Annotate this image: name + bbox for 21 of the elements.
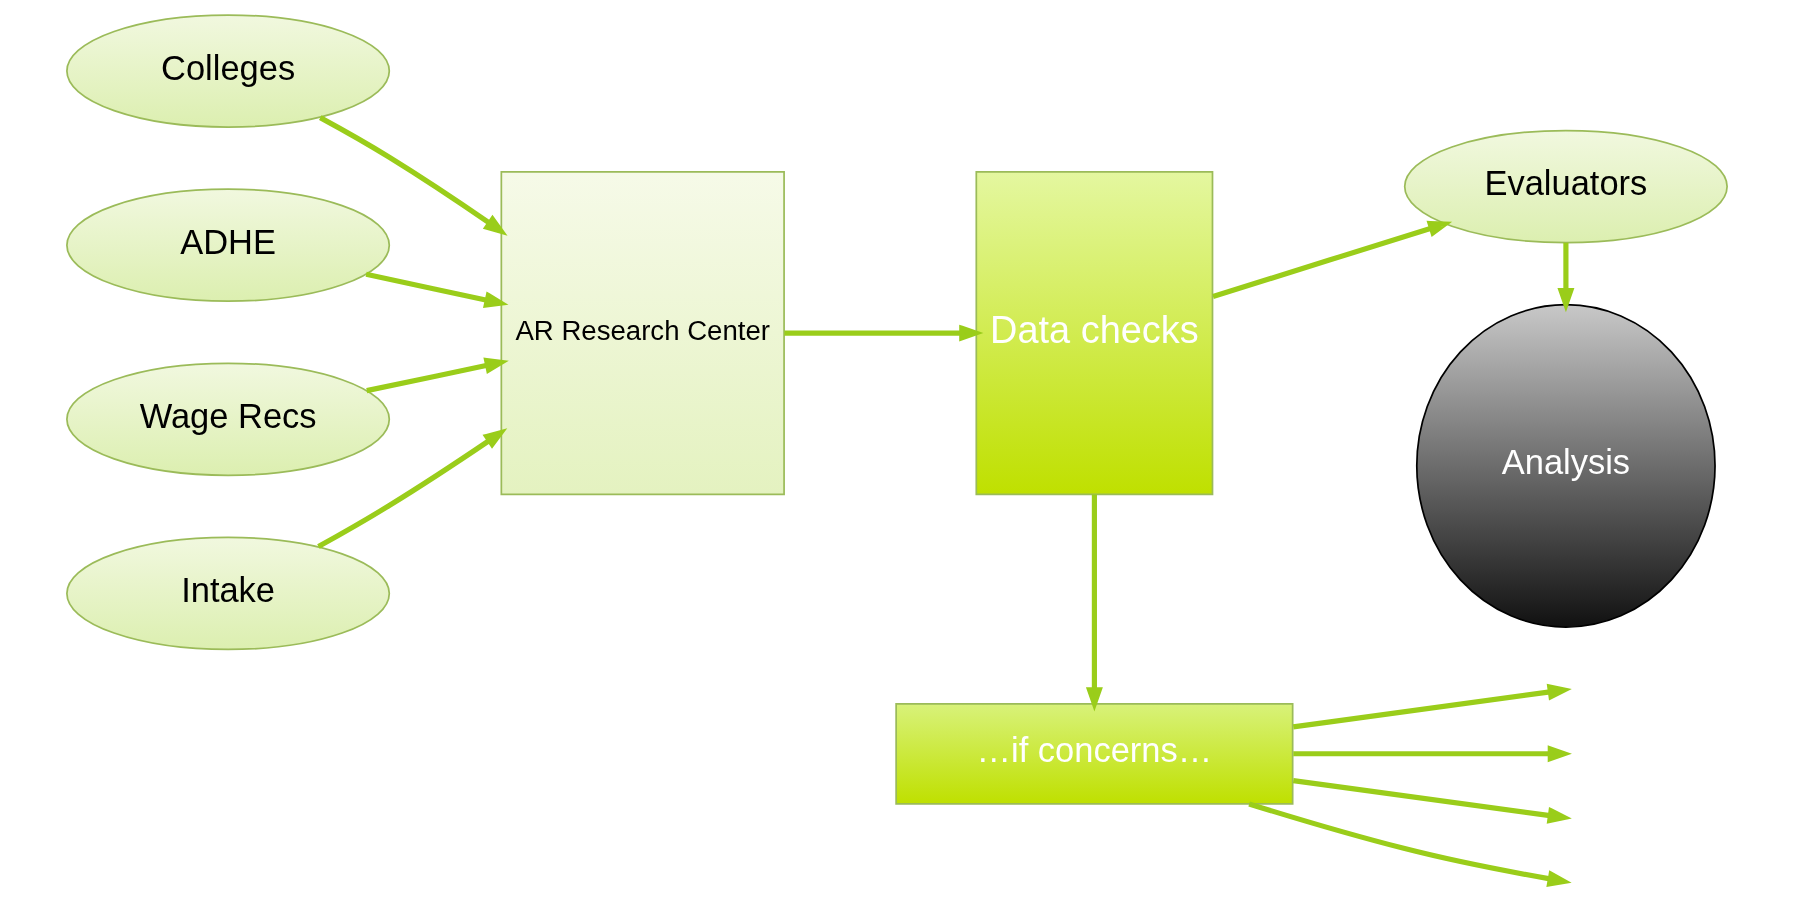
arrow xyxy=(316,428,507,549)
arrow xyxy=(1292,683,1572,730)
arrow xyxy=(1211,220,1452,299)
arrow xyxy=(318,115,508,236)
node-ellipse: Intake xyxy=(65,536,390,651)
node-ellipse: ADHE xyxy=(65,188,390,303)
node-ellipse: Colleges xyxy=(65,14,390,128)
arrow xyxy=(1556,242,1574,313)
node-ellipse: Evaluators xyxy=(1403,129,1728,244)
arrow xyxy=(783,324,983,342)
arrow xyxy=(365,357,509,394)
arrow xyxy=(1292,778,1572,824)
arrow xyxy=(365,271,508,308)
node-box: …if concerns… xyxy=(894,702,1293,805)
arrow xyxy=(1247,801,1572,887)
arrow xyxy=(1085,494,1103,712)
node-box: AR Research Center xyxy=(499,171,785,496)
arrow xyxy=(1292,745,1572,763)
node-box: Data checks xyxy=(974,171,1213,496)
node-ellipse: Wage Recs xyxy=(65,362,390,477)
node-circle: Analysis xyxy=(1415,303,1716,628)
